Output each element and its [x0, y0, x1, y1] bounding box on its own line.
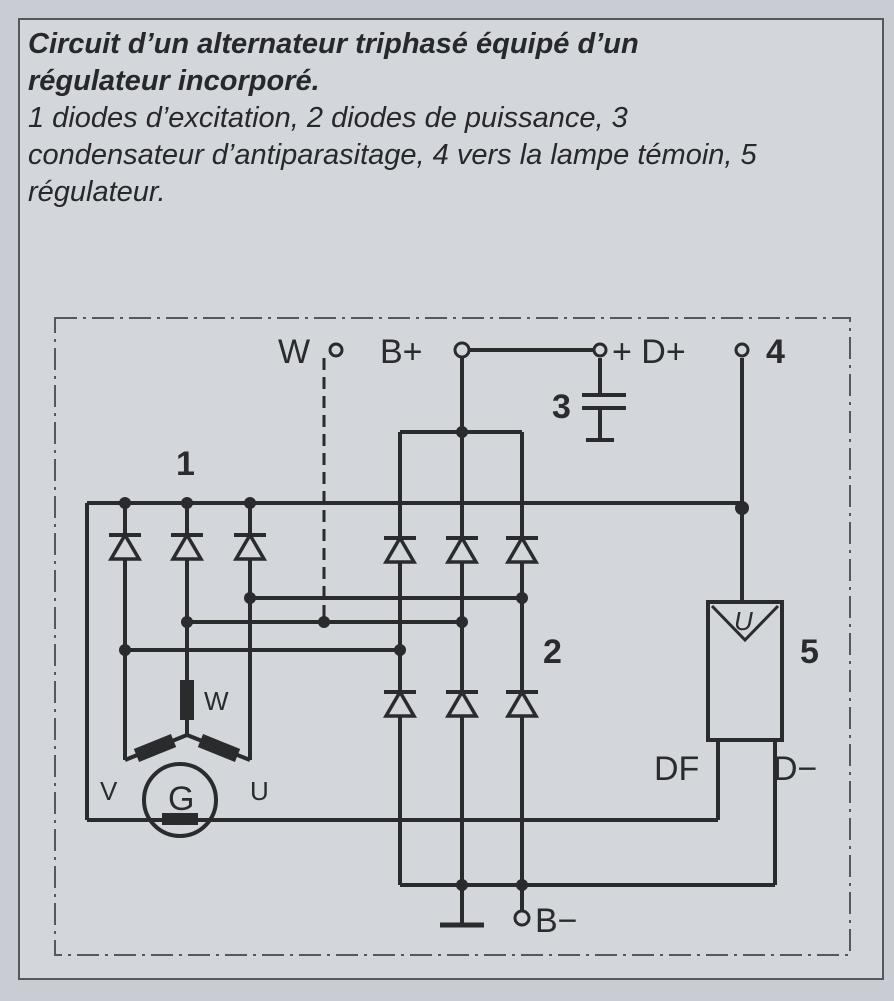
- label-df: DF: [654, 750, 699, 788]
- label-5: 5: [800, 633, 819, 671]
- power-diode-icon: [444, 690, 480, 718]
- terminal-dplus-b: [734, 342, 750, 358]
- exciter-diode-icon: [107, 533, 143, 561]
- label-3: 3: [552, 388, 571, 426]
- label-dminus: D−: [773, 750, 817, 788]
- caption-title: Circuit d’un alternateur triphasé équipé…: [28, 28, 639, 97]
- power-diode-icon: [504, 536, 540, 564]
- terminal-w: [328, 342, 344, 358]
- power-diode-icon: [382, 536, 418, 564]
- label-1: 1: [176, 445, 195, 483]
- label-4: 4: [766, 333, 785, 371]
- power-diode-icon: [444, 536, 480, 564]
- terminal-bplus: [453, 341, 471, 359]
- rotor-winding: [162, 813, 198, 825]
- power-diode-icon: [504, 690, 540, 718]
- label-winding-w: W: [204, 686, 229, 716]
- exciter-diode-icon: [232, 533, 268, 561]
- terminal-dplus-a: [592, 342, 608, 358]
- winding-v-coil: [133, 734, 177, 762]
- junctions: [119, 426, 749, 891]
- label-generator: G: [168, 780, 194, 818]
- exciter-diode-icon: [169, 533, 205, 561]
- exciter-diodes: [107, 533, 268, 561]
- figure-caption: Circuit d’un alternateur triphasé équipé…: [28, 26, 788, 211]
- caption-legend: 1 diodes d’excitation, 2 diodes de puiss…: [28, 102, 757, 208]
- label-winding-v: V: [100, 776, 118, 806]
- winding-w-coil: [180, 680, 194, 720]
- label-2: 2: [543, 633, 562, 671]
- generator-circle: [142, 762, 218, 838]
- label-bminus: B−: [535, 902, 578, 940]
- winding-u-coil: [197, 734, 241, 762]
- label-bplus: B+: [380, 333, 423, 371]
- regulator-box: [706, 600, 784, 742]
- label-winding-u: U: [250, 776, 269, 806]
- label-dplus: + D+: [612, 333, 686, 371]
- terminal-bminus: [513, 909, 531, 927]
- label-w-terminal: W: [278, 333, 310, 371]
- housing-boundary: [54, 317, 851, 956]
- power-diode-icon: [382, 690, 418, 718]
- regulator-symbol: U: [734, 606, 753, 636]
